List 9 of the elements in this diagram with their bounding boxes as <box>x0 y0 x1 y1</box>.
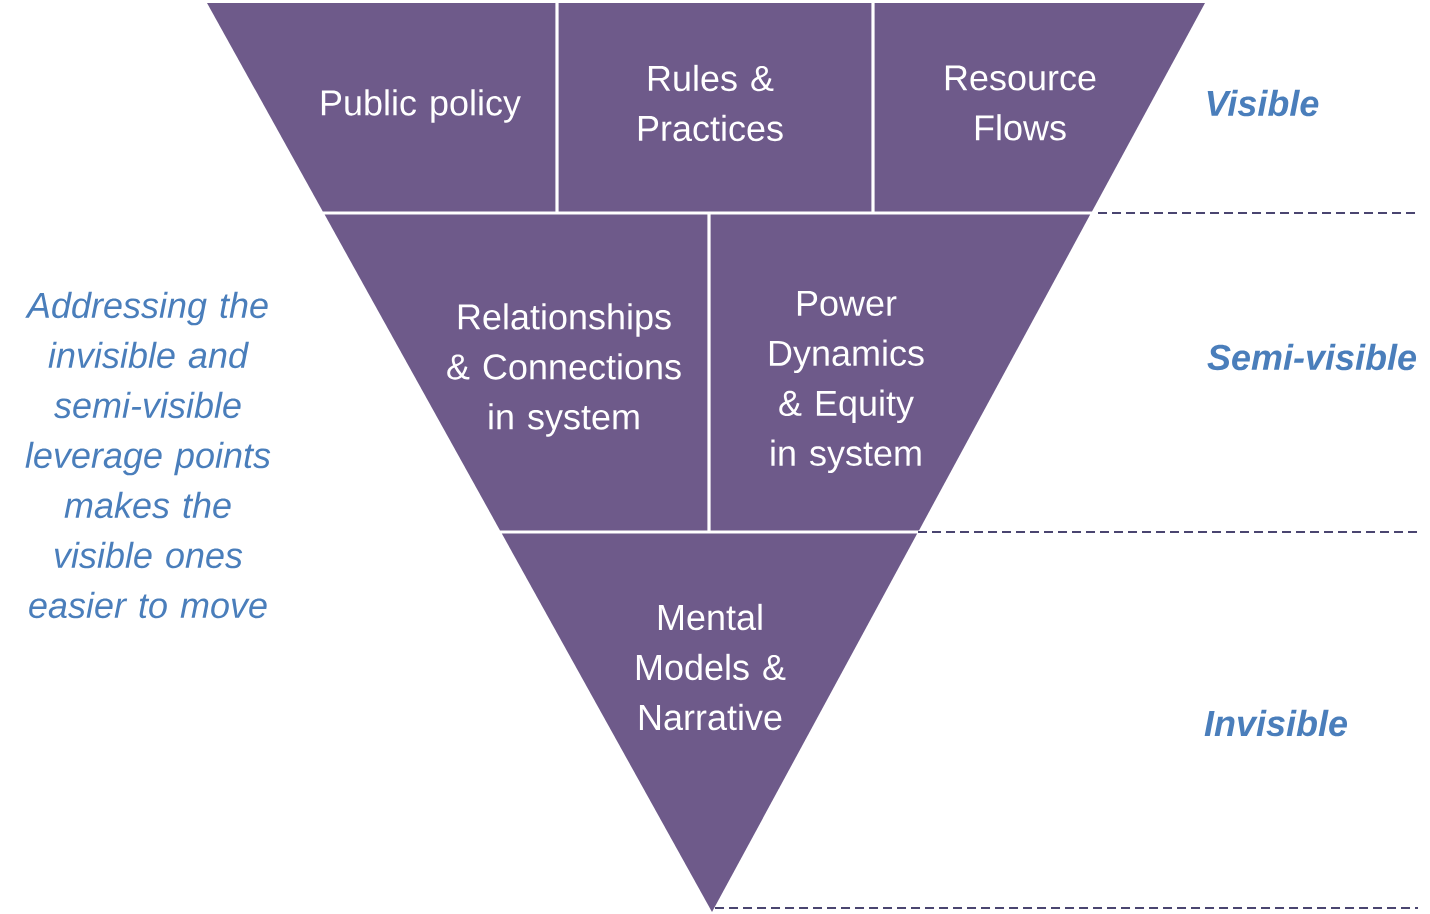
triangle-segment: Public policy <box>207 3 556 212</box>
triangle-segment: Rules & Practices <box>558 3 872 212</box>
side-note: Addressing the invisible and semi-visible leverage points makes the visible ones easier to move <box>25 291 271 619</box>
triangle-segment: Mental Models & Narrative <box>501 533 918 912</box>
layer-label: Semi-visible <box>1207 343 1417 371</box>
triangle-segment: Power Dynamics & Equity in system <box>710 214 1091 531</box>
triangle-segment: Relationships & Connections in system <box>324 214 708 531</box>
layer-label: Invisible <box>1204 709 1348 737</box>
triangle-segment: Resource Flows <box>874 3 1205 212</box>
